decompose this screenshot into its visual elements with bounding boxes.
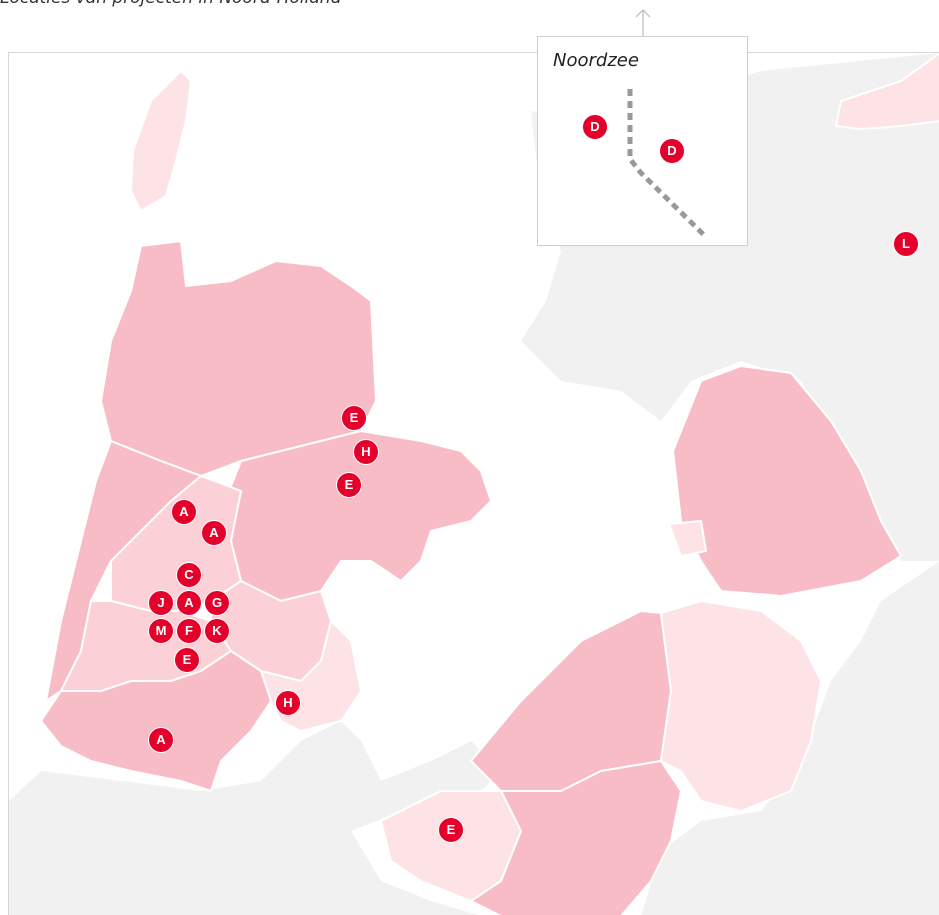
map-marker-e[interactable]: E [438, 817, 464, 843]
map-marker-a[interactable]: A [176, 590, 202, 616]
region-zeewolde [469, 759, 683, 915]
land-noord-oost [641, 561, 939, 915]
inset-title: Noordzee [553, 50, 639, 71]
region-texel [129, 69, 193, 213]
inset-noordzee[interactable]: Noordzee D D [537, 36, 748, 246]
map-marker-e[interactable]: E [336, 472, 362, 498]
map-marker-m[interactable]: M [148, 618, 174, 644]
region-amstelland [39, 649, 273, 793]
map-caption: Locaties van projecten in Noord-Holland [0, 0, 600, 16]
map-marker-k[interactable]: K [204, 618, 230, 644]
map-marker-h[interactable]: H [275, 690, 301, 716]
inset-arrow-icon [635, 9, 651, 36]
inset-marker-d[interactable]: D [582, 114, 608, 140]
map-marker-a[interactable]: A [201, 520, 227, 546]
map-marker-a[interactable]: A [148, 727, 174, 753]
map-marker-c[interactable]: C [176, 562, 202, 588]
region-vlieland [834, 53, 939, 131]
region-urk [667, 519, 708, 558]
map-marker-e[interactable]: E [174, 647, 200, 673]
map-marker-j[interactable]: J [148, 590, 174, 616]
inset-marker-d[interactable]: D [659, 138, 685, 164]
land-south-west [9, 721, 501, 915]
inset-boundary [627, 89, 706, 237]
map-marker-f[interactable]: F [176, 618, 202, 644]
province-map [9, 53, 939, 915]
map-marker-h[interactable]: H [353, 439, 379, 465]
map-marker-a[interactable]: A [171, 499, 197, 525]
map-marker-e[interactable]: E [341, 405, 367, 431]
map-marker-l[interactable]: L [893, 231, 919, 257]
map-marker-g[interactable]: G [204, 590, 230, 616]
